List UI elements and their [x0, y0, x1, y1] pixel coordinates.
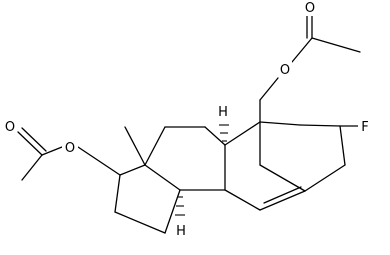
svg-text:H: H — [176, 224, 186, 239]
svg-text:O: O — [280, 63, 290, 78]
svg-text:O: O — [65, 141, 75, 156]
ring-a — [259, 121, 346, 192]
svg-text:F: F — [361, 120, 368, 135]
atom-label-o-left-ester: O — [62, 139, 78, 156]
atom-label-h-bottom: H — [174, 222, 188, 239]
atom-label-o-top-ester: O — [278, 61, 292, 78]
atom-label-o-left-carbonyl: O — [3, 118, 17, 135]
ring-d — [114, 164, 181, 234]
svg-text:O: O — [305, 1, 315, 16]
left-acetate — [17, 127, 121, 181]
methyl-bond — [124, 126, 146, 166]
svg-text:O: O — [5, 120, 15, 135]
ring-b — [224, 121, 306, 211]
atom-label-h-top: H — [216, 103, 230, 120]
stereo-hash-top — [219, 124, 229, 142]
svg-text:H: H — [218, 105, 228, 120]
stereo-hash-bottom — [175, 196, 185, 216]
ring-c — [144, 126, 226, 191]
atom-label-f: F — [358, 118, 372, 135]
top-acetate — [259, 11, 361, 123]
atom-label-o-top-carbonyl: O — [303, 0, 317, 16]
